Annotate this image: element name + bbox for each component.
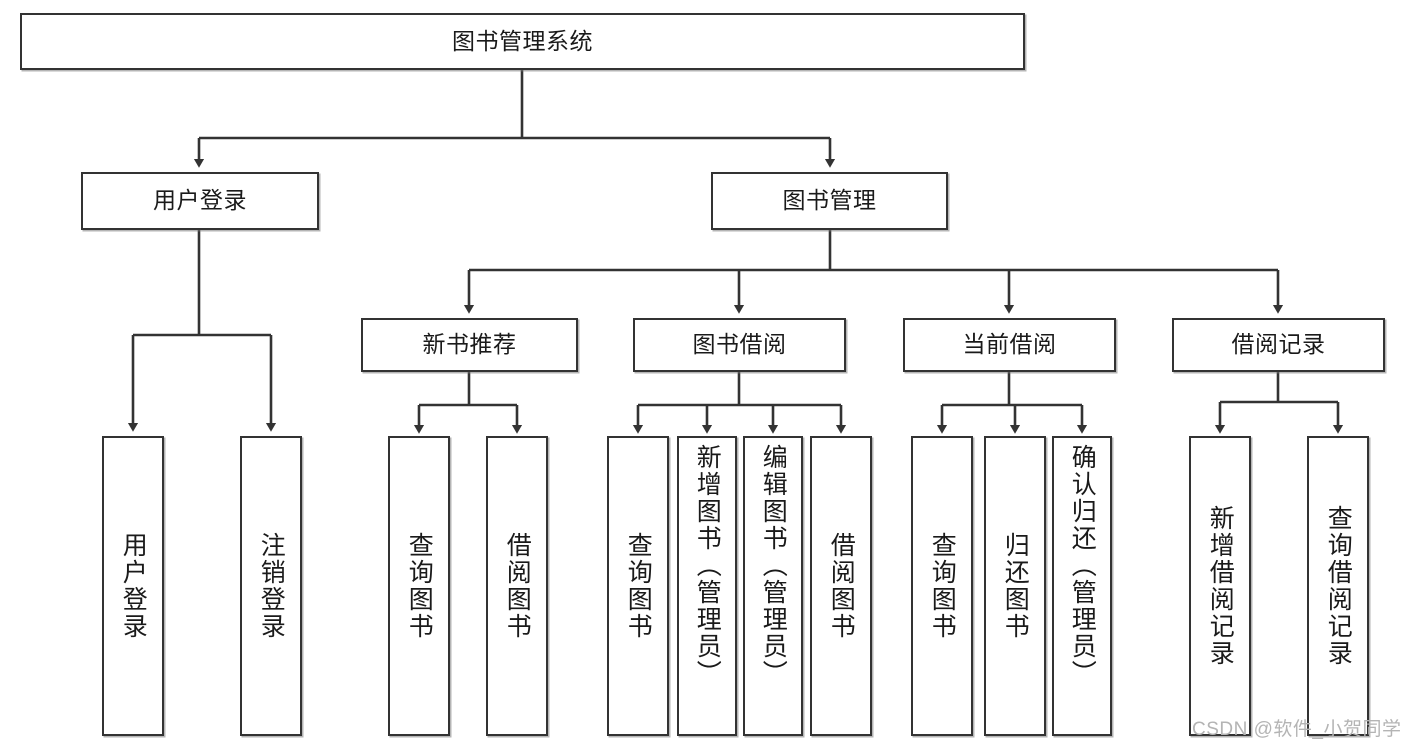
node-leaf-return-book[interactable]: 归还图书 [984,436,1046,736]
node-label-leaf-query-book-recommend: 查询图书 [405,532,434,640]
node-label-leaf-add-borrow-record: 新增借阅记录 [1206,505,1235,667]
node-root[interactable]: 图书管理系统 [20,13,1025,70]
node-label-book-borrow: 图书借阅 [692,331,787,358]
node-label-leaf-edit-book-admin: 编辑图书（管理员） [759,444,788,687]
node-label-leaf-query-book-current: 查询图书 [928,532,957,640]
node-leaf-query-book-current[interactable]: 查询图书 [911,436,973,736]
node-label-book-manage: 图书管理 [782,187,877,214]
node-new-book-recommend[interactable]: 新书推荐 [361,318,578,372]
node-leaf-user-login[interactable]: 用户登录 [102,436,164,736]
node-label-root: 图书管理系统 [452,27,593,54]
node-label-leaf-borrow-book: 借阅图书 [827,532,856,640]
node-label-leaf-borrow-book-recommend: 借阅图书 [503,532,532,640]
node-label-user-login: 用户登录 [153,187,247,214]
node-leaf-add-borrow-record[interactable]: 新增借阅记录 [1189,436,1251,736]
node-label-new-book-recommend: 新书推荐 [422,331,517,358]
node-leaf-borrow-book[interactable]: 借阅图书 [810,436,872,736]
node-label-leaf-query-borrow-record: 查询借阅记录 [1324,505,1353,667]
csdn-watermark: CSDN @软件_小贺同学 [1192,719,1402,740]
node-leaf-query-book-recommend[interactable]: 查询图书 [388,436,450,736]
node-leaf-confirm-return-admin[interactable]: 确认归还（管理员） [1052,436,1112,736]
node-label-leaf-confirm-return-admin: 确认归还（管理员） [1068,444,1097,687]
node-label-leaf-logout-login: 注销登录 [257,532,286,640]
node-label-leaf-return-book: 归还图书 [1001,532,1030,640]
node-leaf-add-book-admin[interactable]: 新增图书（管理员） [677,436,737,736]
node-current-borrow[interactable]: 当前借阅 [903,318,1116,372]
node-leaf-query-book-borrow[interactable]: 查询图书 [607,436,669,736]
node-leaf-query-borrow-record[interactable]: 查询借阅记录 [1307,436,1369,736]
node-book-manage[interactable]: 图书管理 [711,172,948,230]
node-leaf-logout-login[interactable]: 注销登录 [240,436,302,736]
node-user-login[interactable]: 用户登录 [81,172,319,230]
node-book-borrow[interactable]: 图书借阅 [633,318,846,372]
node-label-borrow-record: 借阅记录 [1231,331,1326,358]
node-label-leaf-add-book-admin: 新增图书（管理员） [693,444,722,687]
node-label-leaf-user-login: 用户登录 [119,532,148,640]
node-leaf-edit-book-admin[interactable]: 编辑图书（管理员） [743,436,803,736]
node-label-current-borrow: 当前借阅 [962,331,1057,358]
node-leaf-borrow-book-recommend[interactable]: 借阅图书 [486,436,548,736]
node-label-leaf-query-book-borrow: 查询图书 [624,532,653,640]
node-borrow-record[interactable]: 借阅记录 [1172,318,1385,372]
